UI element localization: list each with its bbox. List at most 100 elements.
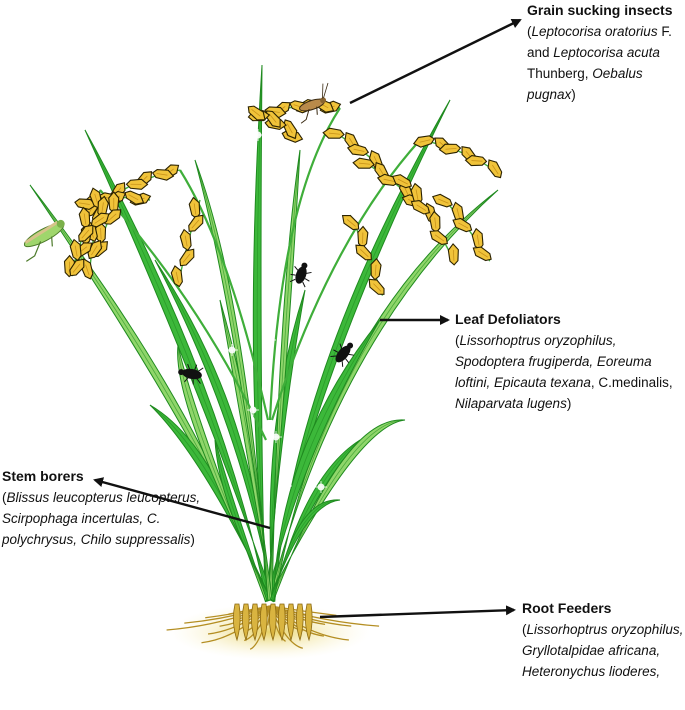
grain-line [415,189,419,201]
grain-line [128,194,139,201]
sparkle-ray [280,480,292,492]
sparkle-ray [270,431,282,443]
leaf-midrib [269,149,301,601]
grain-line [94,193,99,205]
grain-line [456,208,461,220]
grain-line [72,263,81,273]
rice-grain [179,248,195,267]
rice-grain [78,224,94,242]
panicle-stalk [179,169,270,421]
root-clump [269,603,277,642]
label-title: Leaf Defoliators [455,311,561,327]
root-clump [233,603,241,642]
grain-line [74,245,78,257]
beetle-insect-1 [289,262,312,288]
grain-line [359,162,371,165]
label-body-part: ( [2,490,7,505]
leaf-midrib [270,419,406,601]
arrow-root-feeders [319,605,516,619]
label-root-feeders: Root Feeders (Lissorhoptrus oryzophilus,… [522,598,684,682]
beetle-insect-3 [178,363,204,385]
rice-grain [341,214,360,231]
rice-grains [63,98,503,295]
rice-grain [170,265,183,288]
leaf-midrib [269,319,381,601]
grain-line [452,249,455,261]
label-body-part: Lissorhoptrus oryzophilus, Spodoptera fr… [455,333,652,390]
grain-line [346,219,356,227]
grasshopper-insect-top [299,82,329,124]
label-body-part: ( [522,622,527,637]
grain-line [416,204,427,211]
panicle-stalk [270,139,421,421]
rice-grain [179,228,192,252]
label-leaf-defoliators: Leaf Defoliators (Lissorhoptrus oryzophi… [455,309,683,414]
rice-grain [104,209,122,225]
sparkle-ray [226,344,238,356]
rice-grain [472,246,492,262]
grain-hull [352,157,375,169]
label-body: (Leptocorisa oratorius F. and Leptocoris… [527,24,672,102]
rice-grain [464,154,488,167]
label-body-part: Blissus leucopterus leucopterus, Scirpop… [2,490,201,547]
grain-line [438,198,449,204]
grain-line [81,229,90,239]
label-stem-borers: Stem borers (Blissus leucopterus leucopt… [2,466,232,550]
label-body-part: Thunberg, [527,66,593,81]
grain-line [478,250,488,258]
grain-line [85,264,90,276]
label-title: Grain sucking insects [527,2,673,18]
root-clump [296,603,304,642]
rice-grain [452,217,473,233]
rice-grain [431,193,453,208]
rice-grain [151,169,175,181]
rice-grain [352,157,375,169]
rice-grain [487,159,503,179]
grain-line [383,178,395,182]
label-body-part: , C.medinalis, [590,375,673,390]
grain-line [445,147,457,150]
label-body-part: Lissorhoptrus oryzophilus, Gryllotalpida… [522,622,684,679]
rice-grain [125,178,149,190]
panicle-stalks [67,104,499,441]
label-title: Root Feeders [522,600,612,616]
grain-line [191,219,200,229]
label-title: Stem borers [2,468,84,484]
grain-line [184,235,188,247]
rice-grain [438,143,462,155]
grain-line [403,186,410,197]
rice-grain [355,244,372,261]
label-body: (Lissorhoptrus oryzophilus, Spodoptera f… [455,333,673,411]
label-body: (Blissus leucopterus leucopterus, Scirpo… [2,490,200,547]
grasshopper-insect-left [23,219,65,262]
root-clump [242,603,250,642]
grain-line [94,216,105,224]
rice-grain [247,105,266,121]
label-body-part: F. and [527,24,672,60]
root-strand [166,605,271,631]
label-body-part: ) [571,87,576,102]
rice-grain [429,230,448,246]
label-grain-sucking-insects: Grain sucking insects (Leptocorisa orato… [527,0,685,105]
grain-line [182,253,191,263]
root-clump [251,603,259,642]
leaf-midrib [154,259,271,601]
grain-hull [322,127,345,139]
rice-grain [346,143,370,156]
label-body: (Lissorhoptrus oryzophilus, Gryllotalpid… [522,622,683,679]
rice-grain [410,199,430,215]
leaf-midrib [194,159,271,601]
label-body-part: Leptocorisa oratorius [531,24,658,39]
rice-grain [188,214,204,232]
label-body-part: ) [190,532,195,547]
grain-line [101,202,104,214]
grain-line [100,228,102,240]
sparkle-ray [252,129,264,141]
beetle-insect-2 [330,342,354,367]
rice-grain [368,278,385,295]
rice-grain [391,174,413,189]
rice-grain [74,198,97,211]
grain-line [251,108,261,117]
grain-line [156,173,168,176]
